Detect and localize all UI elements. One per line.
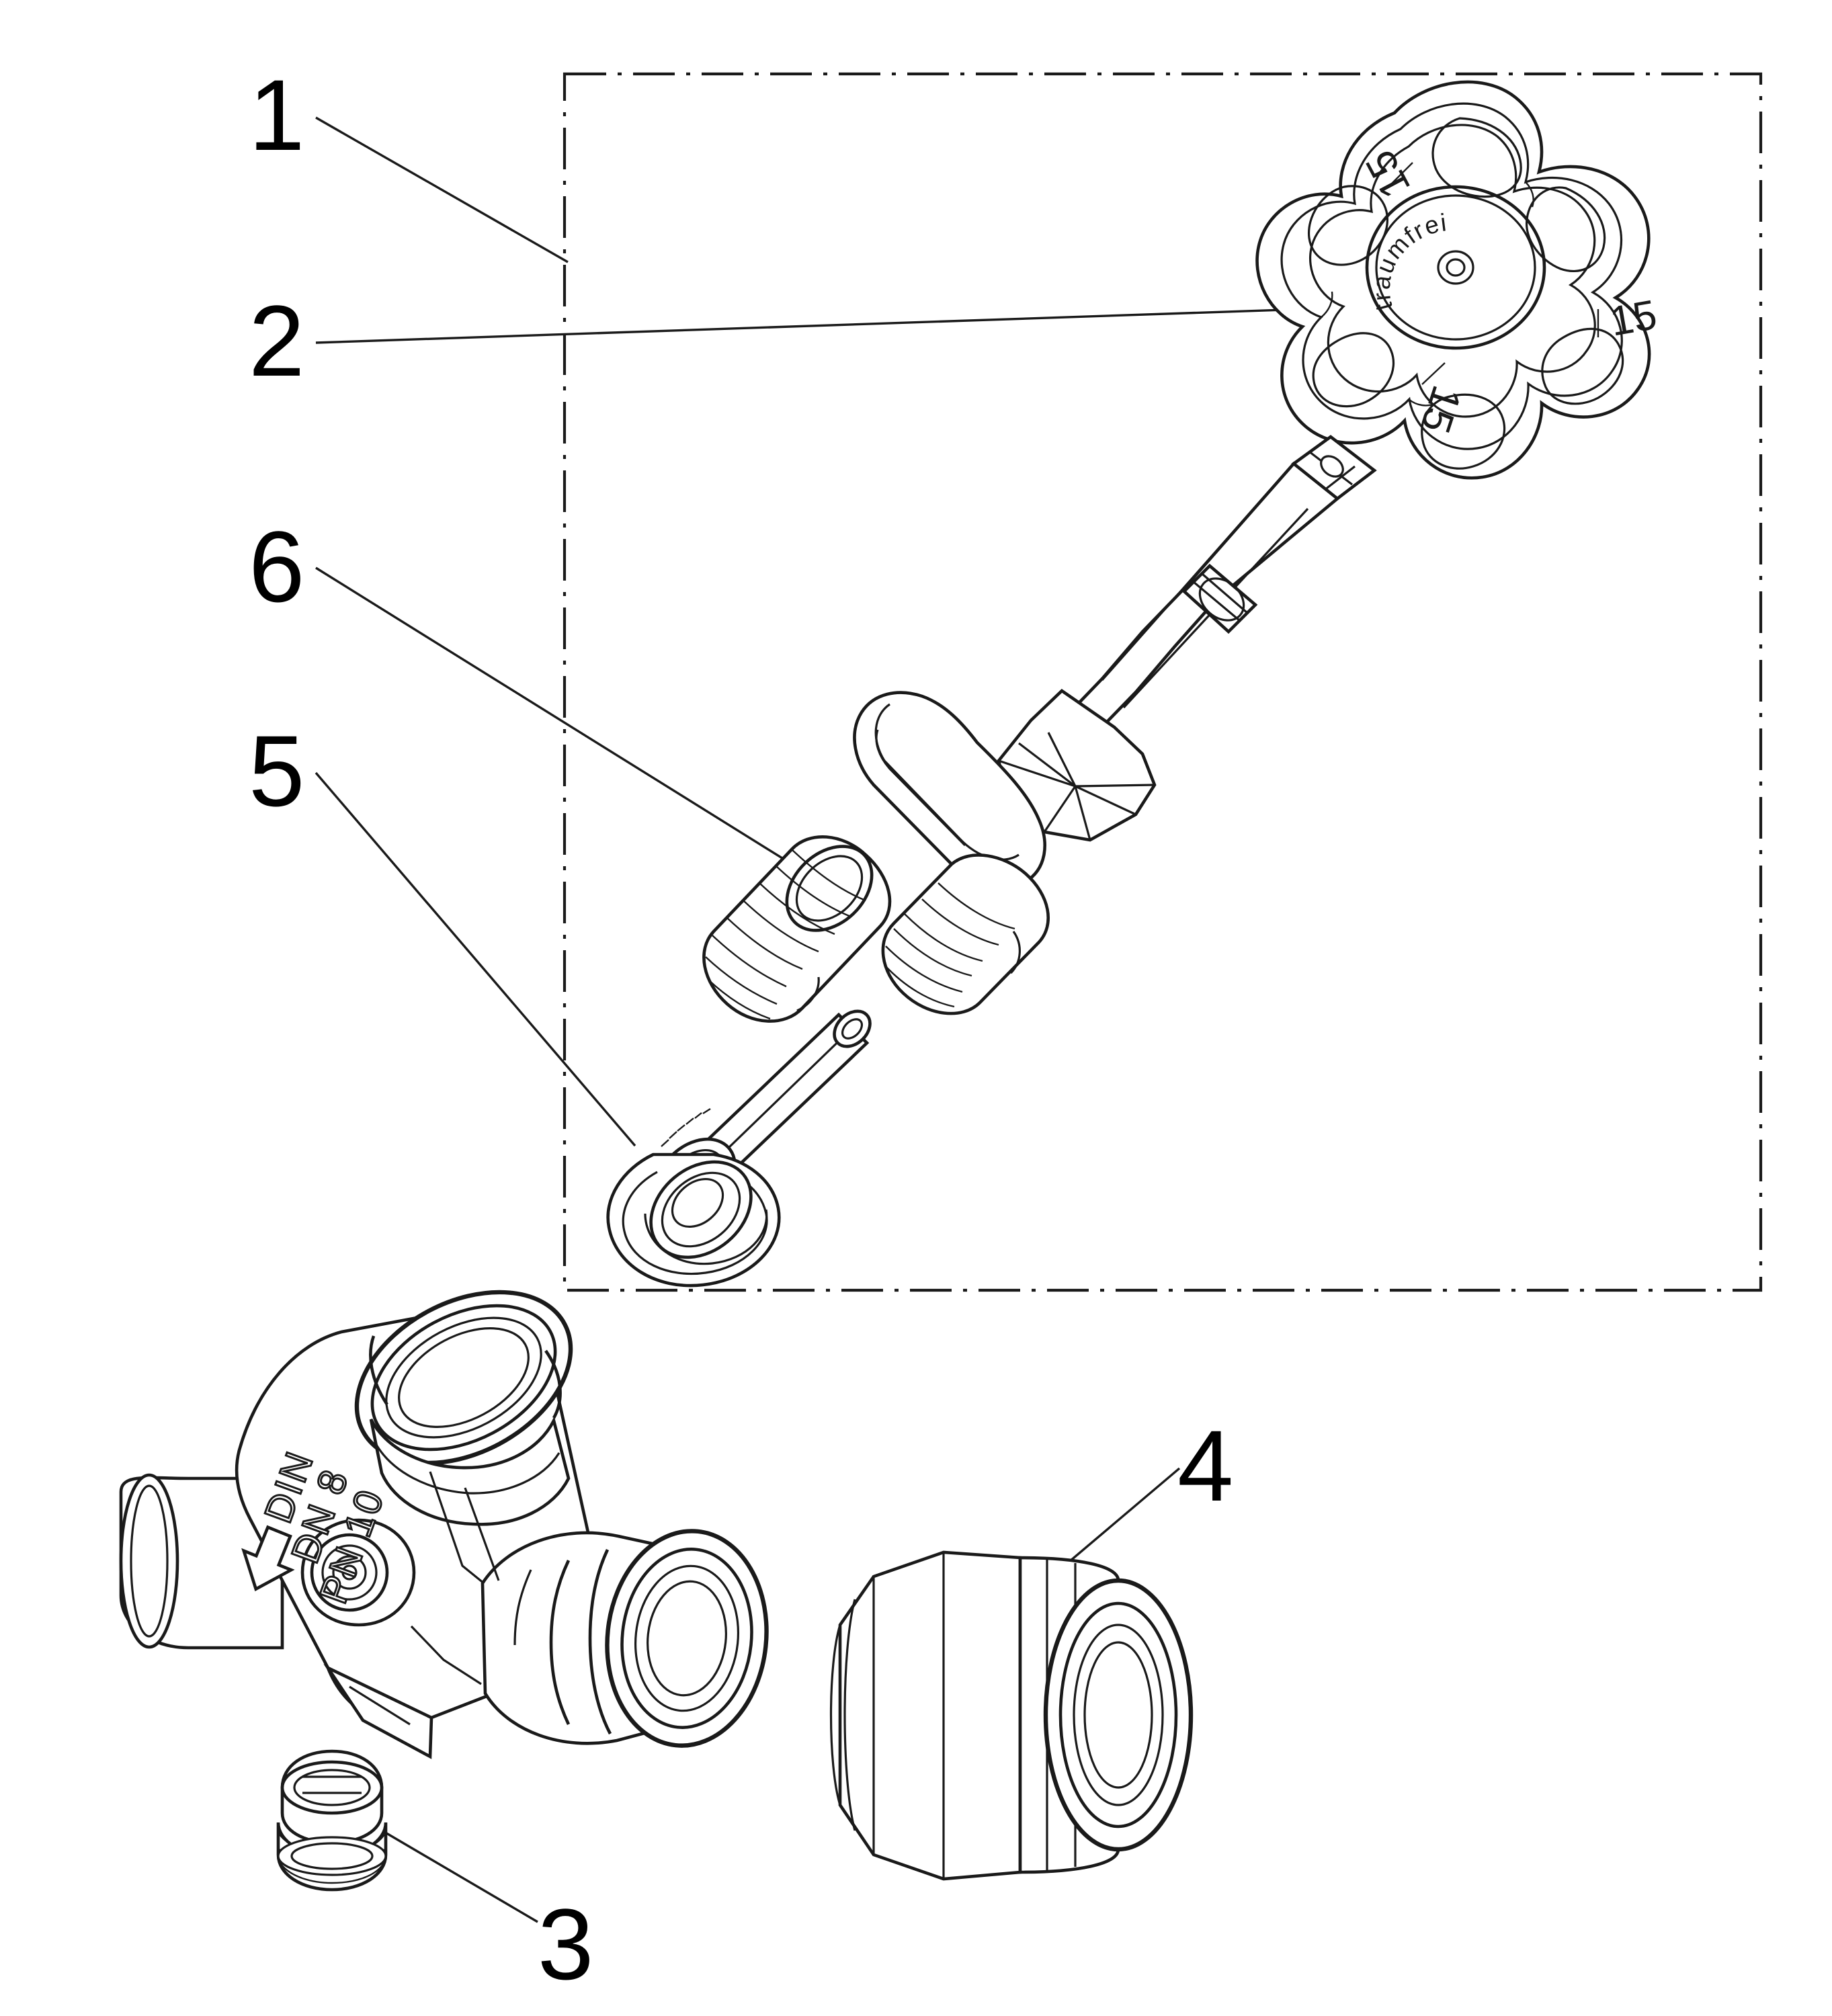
handwheel-apertures bbox=[1307, 117, 1624, 470]
callout-number-4: 4 bbox=[1177, 1409, 1234, 1522]
flow-arrow-icon bbox=[241, 1525, 295, 1591]
callout-number-3: 3 bbox=[538, 1888, 594, 2001]
part-threaded-sleeve bbox=[702, 835, 892, 1023]
sleeve-thread-lines bbox=[705, 849, 866, 1020]
handwheel-size-mark-outlines bbox=[1388, 162, 1599, 385]
dash-dot-detail-frame bbox=[563, 72, 1763, 1292]
part-stem-bonnet-assembly bbox=[853, 435, 1377, 1015]
callout-number-6: 6 bbox=[249, 510, 305, 623]
svg-text:15: 15 bbox=[1606, 292, 1660, 345]
callout-number-5: 5 bbox=[249, 714, 305, 827]
disc-knurl bbox=[661, 1107, 711, 1147]
handwheel-rim-details bbox=[1321, 181, 1534, 407]
part-valve-body: DIN DN 8 PN 10 bbox=[119, 1290, 769, 1759]
part-handwheel: traumfrei 15 15 15 bbox=[1255, 80, 1660, 480]
callout-number-2: 2 bbox=[249, 284, 305, 397]
part-union-nut bbox=[829, 1550, 1194, 1881]
callout-number-1: 1 bbox=[249, 58, 305, 171]
part-valve-disc-with-pin bbox=[606, 1009, 872, 1288]
part-drain-plug bbox=[276, 1749, 388, 1892]
body-rib-lines bbox=[410, 1471, 500, 1685]
bonnet-thread-lines bbox=[884, 882, 1015, 1008]
